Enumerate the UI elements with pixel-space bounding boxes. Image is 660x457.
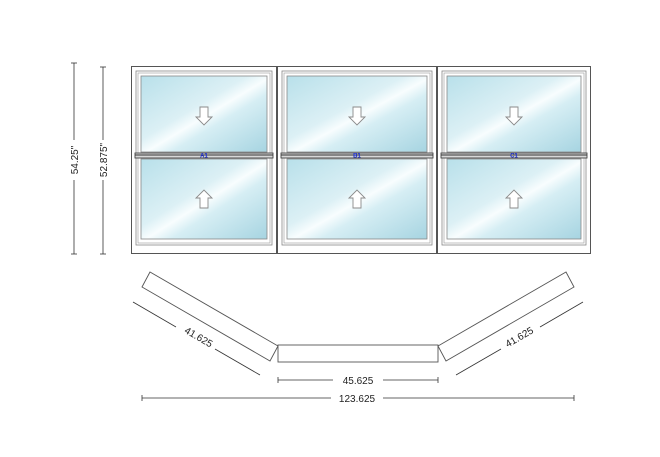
left-flanker-plan (141, 271, 279, 362)
sash-height-label: 52.875" (99, 142, 110, 177)
right-flanker-label: 41.625 (504, 325, 536, 350)
overall-height-label: 54.25" (70, 145, 81, 174)
left-flanker-label: 41.625 (182, 325, 214, 350)
center-dimension: 45.625 (277, 376, 439, 387)
unit-label: A1 (200, 154, 208, 160)
right-flanker-dim-line-b (455, 348, 502, 376)
unit-label: C1 (510, 154, 518, 160)
arrow-down-icon (194, 106, 214, 126)
right-flanker-plan (437, 271, 575, 362)
overall-width-label: 123.625 (339, 394, 376, 405)
center-unit-plan (277, 344, 439, 363)
elevation-view: A1 B1 C1 (131, 66, 591, 254)
arrow-up-icon (347, 189, 367, 209)
arrow-up-icon (504, 189, 524, 209)
overall-height-dimension: 54.25" (70, 62, 81, 255)
center-label: 45.625 (343, 376, 374, 387)
arrow-down-icon (504, 106, 524, 126)
arrow-up-icon (194, 189, 214, 209)
overall-width-dimension: 123.625 (141, 394, 575, 405)
window-unit-b1: B1 (277, 66, 437, 254)
window-unit-a1: A1 (131, 66, 277, 254)
plan-view (141, 271, 575, 363)
left-flanker-dim-line-a (132, 301, 177, 328)
sash-height-dimension: 52.875" (99, 66, 110, 255)
unit-label: B1 (353, 154, 361, 160)
arrow-down-icon (347, 106, 367, 126)
right-flanker-dim-line-a (539, 301, 584, 328)
left-flanker-dim-line-b (214, 348, 261, 376)
window-unit-c1: C1 (437, 66, 591, 254)
